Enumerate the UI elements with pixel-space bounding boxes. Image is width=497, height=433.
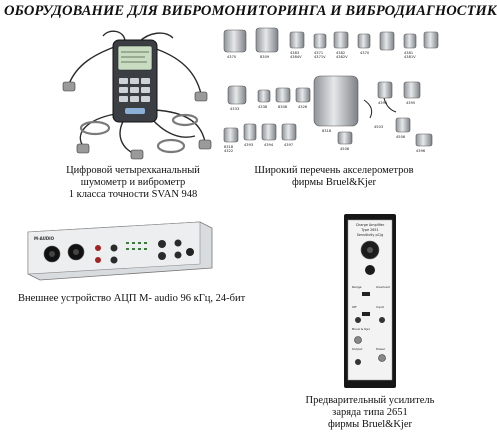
amp-panel-label: Power — [376, 347, 386, 351]
part-label: 4384V — [290, 55, 302, 59]
amp-panel-label: Bruel & Kjer — [352, 327, 371, 331]
amp-panel-label: Input — [376, 305, 385, 309]
part-label: 4370 — [227, 55, 237, 59]
charge-amp-caption: Предварительный усилитель заряда типа 26… — [290, 395, 450, 431]
part-label: 4393 — [244, 143, 253, 147]
maudio-caption: Внешнее устройство АЦП M- audio 96 кГц, … — [18, 293, 268, 305]
part-label: 4394 — [264, 143, 274, 147]
amp-panel-label: Overload — [376, 285, 390, 289]
part-label: 4393 — [378, 101, 387, 105]
part-label: 4383 — [290, 51, 299, 55]
amp-panel-label: Type 2651 — [360, 228, 379, 232]
part-label: 4381V — [404, 55, 416, 59]
accelerometers-caption: Широкий перечень акселерометров фирмы Br… — [234, 165, 434, 189]
part-label: 4395 — [406, 101, 415, 105]
svan948-caption-line: шумометр и виброметр — [80, 177, 186, 188]
maudio-caption-line: Внешнее устройство АЦП M- audio 96 кГц, … — [18, 293, 246, 304]
part-label: 4506 — [396, 135, 406, 139]
part-label: 8309 — [260, 55, 270, 59]
page-title: ОБОРУДОВАНИЕ ДЛЯ ВИБРОМОНИТОРИНГА И ВИБР… — [4, 3, 497, 19]
part-label: 4326 — [298, 105, 308, 109]
maudio-image: M-AUDIO — [27, 221, 213, 281]
charge-amp-caption-line: фирмы Bruel&Kjer — [328, 419, 412, 430]
charge-amp-caption-line: Предварительный усилитель — [305, 395, 435, 406]
part-label: 8308 — [278, 105, 288, 109]
part-label: 4322 — [224, 149, 233, 153]
amp-panel-label: Charge Amplifier — [356, 223, 385, 227]
accelerometers-caption-line: Широкий перечень акселерометров — [254, 165, 414, 176]
amp-panel-label: Sensitivity pC/g — [357, 233, 384, 237]
charge-amp-caption-line: заряда типа 2651 — [332, 407, 408, 418]
part-label: 4370 — [360, 51, 370, 55]
amp-panel-label: Range — [352, 285, 362, 289]
part-label: 4382 — [336, 51, 345, 55]
part-label: 4381 — [404, 51, 413, 55]
accelerometers-image: 4370 8309 4383 4384V 4371 4371V 4382 438… — [223, 27, 439, 153]
charge-amp-image: Charge Amplifier Type 2651 Sensitivity p… — [344, 214, 396, 388]
part-label: 4503 — [374, 125, 383, 129]
svan948-caption-line: Цифровой четырехканальный — [66, 165, 200, 176]
part-label: 4508 — [340, 147, 350, 151]
part-label: 8318 — [322, 129, 332, 133]
svan948-image — [62, 30, 212, 160]
svan948-caption: Цифровой четырехканальный шумометр и виб… — [38, 165, 228, 201]
amp-panel-label: Output — [352, 347, 363, 351]
maudio-brand-label: M-AUDIO — [34, 236, 55, 241]
part-label: 4371 — [314, 51, 323, 55]
part-label: 4338 — [258, 105, 268, 109]
amp-panel-label: Off — [352, 305, 357, 309]
part-label: 8318 — [224, 145, 234, 149]
part-label: 4397 — [284, 143, 293, 147]
accelerometers-caption-line: фирмы Bruel&Kjer — [292, 177, 376, 188]
svan948-caption-line: 1 класса точности SVAN 948 — [68, 189, 198, 200]
part-label: 4396 — [416, 149, 426, 153]
part-label: 4382V — [336, 55, 348, 59]
part-label: 4371V — [314, 55, 326, 59]
part-label: 4333 — [230, 107, 239, 111]
